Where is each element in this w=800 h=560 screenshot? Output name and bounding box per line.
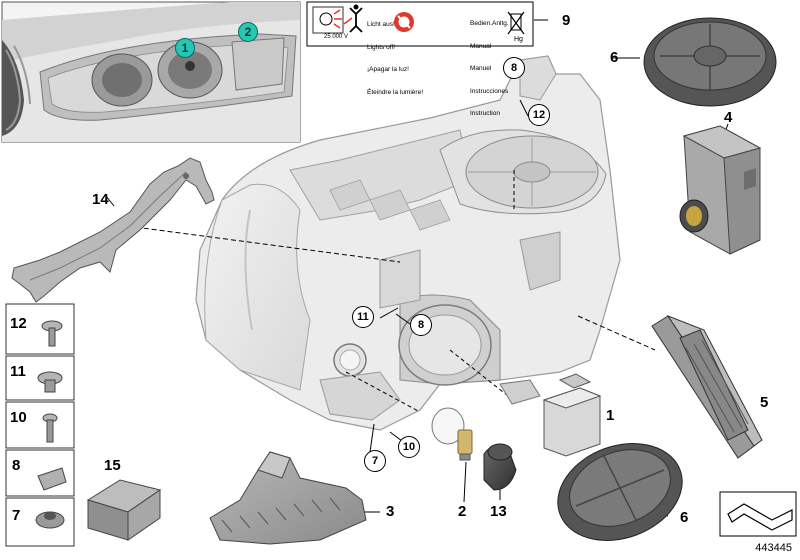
warning-label-text-col1: Licht aus! Lights off! ¡Apagar la luz! É… <box>367 6 423 104</box>
warning-line: Licht aus! <box>367 21 395 28</box>
parts-column-label-10: 10 <box>10 409 27 426</box>
callout-11: 11 <box>352 306 374 328</box>
part-6-cover-bottom <box>557 443 683 541</box>
callout-9: 9 <box>562 12 571 29</box>
warning-label-text-col2: Bedien.Anltg. Manual Manuel Instruccione… <box>470 5 509 125</box>
warning-line: Instruction <box>470 110 500 117</box>
warning-line: Lights off! <box>367 43 396 51</box>
warning-line: Bedien.Anltg. <box>470 20 509 27</box>
warning-label <box>306 1 534 47</box>
part-5-lamp-module <box>651 314 763 459</box>
part-2-bulb <box>431 407 473 461</box>
part-4-ballast <box>679 125 762 255</box>
callout-6-bottom: 6 <box>680 509 689 526</box>
car-headlight-inset <box>1 1 301 143</box>
parts-column-label-11: 11 <box>10 363 26 380</box>
parts-column-label-12: 12 <box>10 315 27 332</box>
callout-8-top: 8 <box>503 57 525 79</box>
small-fasteners <box>35 320 67 529</box>
diagram-number: 443445 <box>755 542 792 554</box>
parts-column-label-8: 8 <box>12 457 21 474</box>
part-6-cover-top <box>643 17 777 107</box>
callout-6-top: 6 <box>610 49 619 66</box>
warning-line: Manuel <box>470 65 492 72</box>
callout-15: 15 <box>104 457 121 474</box>
warning-hg: Hg <box>514 36 523 43</box>
callout-7-mid: 7 <box>364 450 386 472</box>
part-14-bracket <box>11 157 215 303</box>
warning-line: ¡Apagar la luz! <box>367 66 409 73</box>
callout-8-mid: 8 <box>410 314 432 336</box>
callout-10-mid: 10 <box>398 436 420 458</box>
warning-line: Manual <box>470 42 492 50</box>
callout-14: 14 <box>92 191 109 208</box>
callout-3: 3 <box>386 503 395 520</box>
part-3-heatsink <box>209 451 367 545</box>
callout-12-top: 12 <box>528 104 550 126</box>
part-1-control-unit <box>499 373 602 457</box>
part-15-box <box>86 479 162 541</box>
callout-2: 2 <box>458 503 467 520</box>
callout-4: 4 <box>724 109 733 126</box>
callout-5: 5 <box>760 394 769 411</box>
parts-column-label-7: 7 <box>12 507 21 524</box>
inset-callout-1: 1 <box>175 38 195 58</box>
warning-line: Éteindre la lumière! <box>367 88 423 96</box>
inset-callout-2: 2 <box>238 22 258 42</box>
callout-13: 13 <box>490 503 507 520</box>
headlight-assembly <box>195 55 621 431</box>
warning-line: Instrucciones <box>470 87 509 95</box>
reference-arrow-icon <box>719 491 797 537</box>
callout-1: 1 <box>606 407 615 424</box>
part-13-cap <box>483 443 517 491</box>
warning-voltage: 25 000 V <box>324 34 349 40</box>
